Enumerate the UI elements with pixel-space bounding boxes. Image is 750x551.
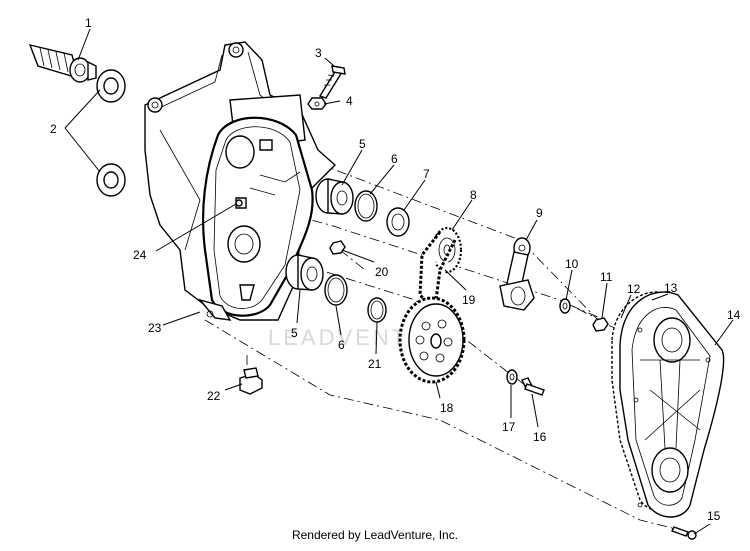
seal-7	[386, 207, 410, 237]
callout-23: 23	[148, 321, 162, 335]
callout-22: 22	[207, 389, 221, 403]
callout-20: 20	[375, 265, 389, 279]
chaincase-housing	[144, 41, 337, 321]
bearing-5-upper	[315, 178, 354, 215]
callout-5-lower: 5	[291, 326, 298, 340]
callout-18: 18	[440, 401, 454, 415]
callout-8: 8	[470, 188, 477, 202]
snap-ring-6-upper	[354, 190, 378, 222]
callout-19: 19	[462, 293, 476, 307]
callout-2: 2	[50, 122, 57, 136]
footer-credit: Rendered by LeadVenture, Inc.	[291, 528, 459, 542]
callout-labels: 1 2 3 4 5 6 7 8 9 10 11 12 13 14 15 16 1…	[50, 16, 741, 523]
bolt-16	[521, 377, 545, 396]
callout-7: 7	[423, 167, 430, 181]
bearing-5-lower	[285, 254, 324, 291]
washer-17	[506, 369, 518, 385]
screw-15	[671, 526, 697, 540]
callout-12: 12	[627, 282, 641, 296]
callout-1: 1	[85, 16, 92, 30]
nut-4	[307, 97, 327, 110]
lower-sprocket-18	[398, 296, 466, 384]
callout-16: 16	[533, 430, 547, 444]
bolt-3	[318, 65, 346, 99]
snap-ring-6-lower	[324, 274, 348, 306]
callout-21: 21	[368, 357, 382, 371]
callout-9: 9	[536, 206, 543, 220]
pin-24	[235, 199, 243, 207]
input-shaft	[28, 44, 97, 83]
callout-15: 15	[707, 509, 721, 523]
callout-11: 11	[600, 270, 613, 284]
nut-11	[592, 317, 609, 332]
chaincase-cover-14	[619, 291, 725, 518]
washer-10	[559, 298, 571, 314]
oil-seal-upper	[96, 69, 126, 103]
callout-13: 13	[664, 281, 678, 295]
callout-6-lower: 6	[338, 338, 345, 352]
callout-4: 4	[346, 94, 353, 108]
callout-3: 3	[315, 46, 322, 60]
nut-20	[329, 240, 346, 255]
callout-14: 14	[727, 308, 741, 322]
callout-17: 17	[502, 420, 516, 434]
chain-tensioner-9	[499, 237, 535, 311]
callout-6-upper: 6	[391, 152, 398, 166]
callout-24: 24	[133, 248, 147, 262]
leader-lines	[64, 28, 734, 535]
callout-10: 10	[565, 257, 579, 271]
oil-seal-lower	[96, 163, 126, 197]
ring-21	[367, 297, 387, 323]
callout-5-upper: 5	[359, 137, 366, 151]
drain-plug-22	[239, 367, 263, 395]
